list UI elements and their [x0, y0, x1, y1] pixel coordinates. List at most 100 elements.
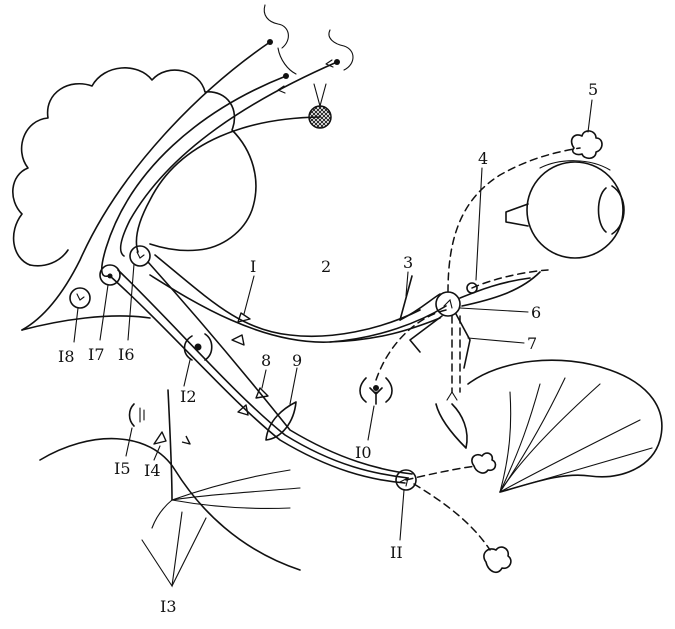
- ganglion-11-mark: [399, 476, 409, 487]
- ear-mark-15: [128, 403, 135, 427]
- label-8: 8: [261, 351, 271, 370]
- label-3: 3: [403, 253, 413, 272]
- leader-14: [153, 445, 161, 461]
- tract-cortical-3: [135, 116, 321, 253]
- neuron-18-mark: [76, 293, 85, 301]
- medulla-curve: [154, 254, 421, 338]
- ganglion-4: [466, 282, 478, 294]
- synapse-triangle-8: [255, 387, 269, 399]
- leader-17: [99, 284, 109, 341]
- label-12: I2: [180, 387, 197, 406]
- leader-12: [183, 359, 191, 387]
- synapse-triangle-14: [153, 431, 167, 445]
- label-11: II: [390, 543, 403, 562]
- nerve-branch-13d: [151, 499, 173, 529]
- leader-18: [73, 307, 79, 343]
- eye-lens: [597, 187, 607, 233]
- nerve-branch-13b: [171, 487, 301, 501]
- organ-fiber-2: [499, 377, 566, 493]
- ganglion-12-arc: [183, 335, 193, 361]
- gland-lower: [483, 546, 512, 574]
- organ-fiber-3: [499, 383, 541, 493]
- leader-13a: [141, 511, 183, 588]
- neuron-16: [129, 245, 151, 267]
- label-17: I7: [88, 345, 105, 364]
- branch-6-right: [459, 277, 531, 299]
- leader-9: [289, 367, 298, 405]
- ear-mark-15-inner: [139, 407, 145, 423]
- leader-11: [399, 489, 405, 541]
- neuron-10-body: [373, 385, 379, 391]
- branch-6-lower-right: [461, 271, 541, 307]
- tract-cortical-1: [21, 41, 271, 331]
- label-15: I5: [114, 459, 131, 478]
- ganglion-9: [265, 401, 297, 441]
- label-6: 6: [531, 303, 541, 322]
- synapse-triangle-1a: [237, 312, 251, 323]
- ganglion-12: [194, 343, 202, 351]
- branch-7-left: [409, 315, 443, 353]
- branch-3: [399, 293, 441, 321]
- cortical-fiber-top-2: [328, 29, 354, 71]
- neuron-10-arc-r: [385, 377, 393, 403]
- neuron-10-mark: [369, 387, 383, 405]
- label-9: 9: [292, 351, 302, 370]
- label-7: 7: [527, 334, 537, 353]
- leader-3: [405, 271, 409, 297]
- nucleus-stalk: [313, 83, 327, 109]
- label-13: I3: [160, 597, 177, 616]
- neuron-18: [69, 287, 91, 309]
- neuron-16-mark: [136, 251, 145, 259]
- label-18: I8: [58, 347, 75, 366]
- label-16: I6: [118, 345, 135, 364]
- leader-15: [125, 427, 133, 457]
- gland-5: [570, 130, 603, 160]
- synapse-triangle-1b: [231, 334, 245, 346]
- ganglion-11: [395, 469, 417, 491]
- label-4: 4: [478, 149, 488, 168]
- neuron-10-arc-l: [359, 377, 367, 403]
- hemisphere-lower-edge: [29, 249, 69, 267]
- leader-16: [127, 263, 135, 341]
- main-trunk-c: [147, 261, 413, 475]
- leader-6: [459, 307, 529, 313]
- lower-left-curve: [39, 437, 301, 571]
- optic-nerve: [505, 203, 529, 227]
- organ-outline: [467, 359, 663, 493]
- dashed-path-upper: [471, 269, 549, 289]
- dashed-path-lower: [413, 483, 491, 551]
- tract-cortical-2: [100, 75, 287, 277]
- ganglion-12-arc-r: [204, 333, 213, 361]
- dashed-path-to-11: [405, 465, 477, 481]
- ganglion-6-mark: [443, 298, 453, 309]
- branch-7-right: [455, 313, 471, 369]
- eyeball: [526, 161, 624, 259]
- label-14: I4: [144, 461, 161, 480]
- eye-upper-lid: [539, 160, 611, 171]
- leader-5: [587, 99, 593, 133]
- nerve-trunk-13: [167, 389, 173, 501]
- leader-7: [467, 337, 525, 344]
- label-2: 2: [321, 257, 331, 276]
- fiber-to-6: [329, 305, 447, 343]
- label-10: I0: [355, 443, 372, 462]
- dashed-y-10: [446, 391, 461, 401]
- cortical-fiber-top: [263, 4, 289, 49]
- organ-fiber-5: [499, 419, 641, 493]
- leader-10: [367, 405, 375, 441]
- cortical-fiber-top-3: [277, 47, 297, 75]
- fiber-2: [149, 274, 441, 343]
- dashed-path-eye: [447, 147, 581, 293]
- label-5: 5: [588, 80, 598, 99]
- leader-8: [261, 369, 267, 389]
- main-trunk-a: [109, 275, 406, 484]
- leader-4: [475, 167, 483, 281]
- brainstem-left-edge: [21, 315, 151, 331]
- gland-mid: [471, 452, 497, 474]
- tract-cortical-4: [119, 61, 338, 257]
- leader-1: [243, 275, 255, 315]
- synapse-triangle-mid: [181, 435, 191, 445]
- eye-cornea: [611, 185, 625, 235]
- leader-13b: [171, 517, 207, 587]
